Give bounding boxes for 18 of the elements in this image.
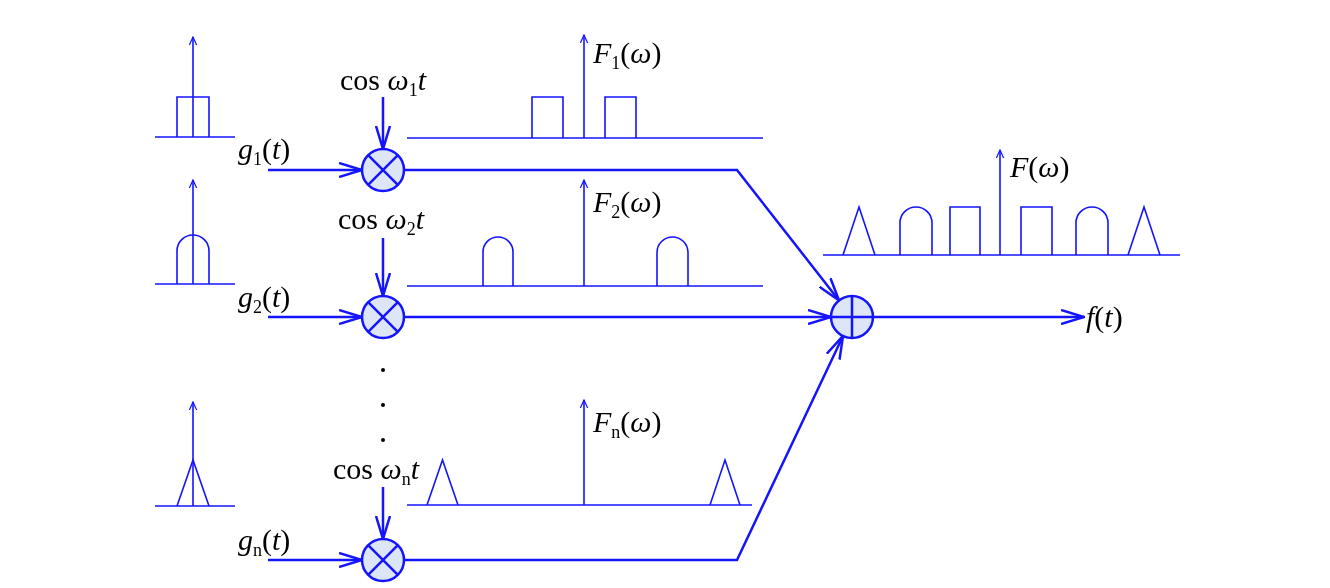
multiplier-symbol	[360, 537, 406, 583]
spectrum-label: F$_{2}$(ω)	[593, 185, 662, 224]
spectrum-label: F$_{1}$(ω)	[593, 36, 662, 75]
spectrum-label: F(ω)	[1010, 150, 1070, 184]
arrow	[404, 168, 841, 302]
adder-symbol	[829, 294, 875, 340]
carrier-label: cos ω$_{2}$t	[338, 202, 425, 246]
multiplier-symbol	[360, 294, 406, 340]
arrow	[873, 308, 1086, 326]
carrier-label: cos ω$_{1}$t	[340, 63, 427, 107]
input-signal-label: g$_{1}$(t)	[238, 132, 291, 176]
arrow	[404, 334, 845, 562]
spectrum-label: F$_{n}$(ω)	[593, 405, 662, 444]
output-signal-label: f(t)	[1086, 300, 1123, 334]
multiplier-symbol	[360, 147, 406, 193]
carrier-label: cos ω$_{n}$t	[333, 452, 420, 496]
input-signal-label: g$_{n}$(t)	[238, 523, 291, 567]
input-signal-label: g$_{2}$(t)	[238, 280, 291, 324]
